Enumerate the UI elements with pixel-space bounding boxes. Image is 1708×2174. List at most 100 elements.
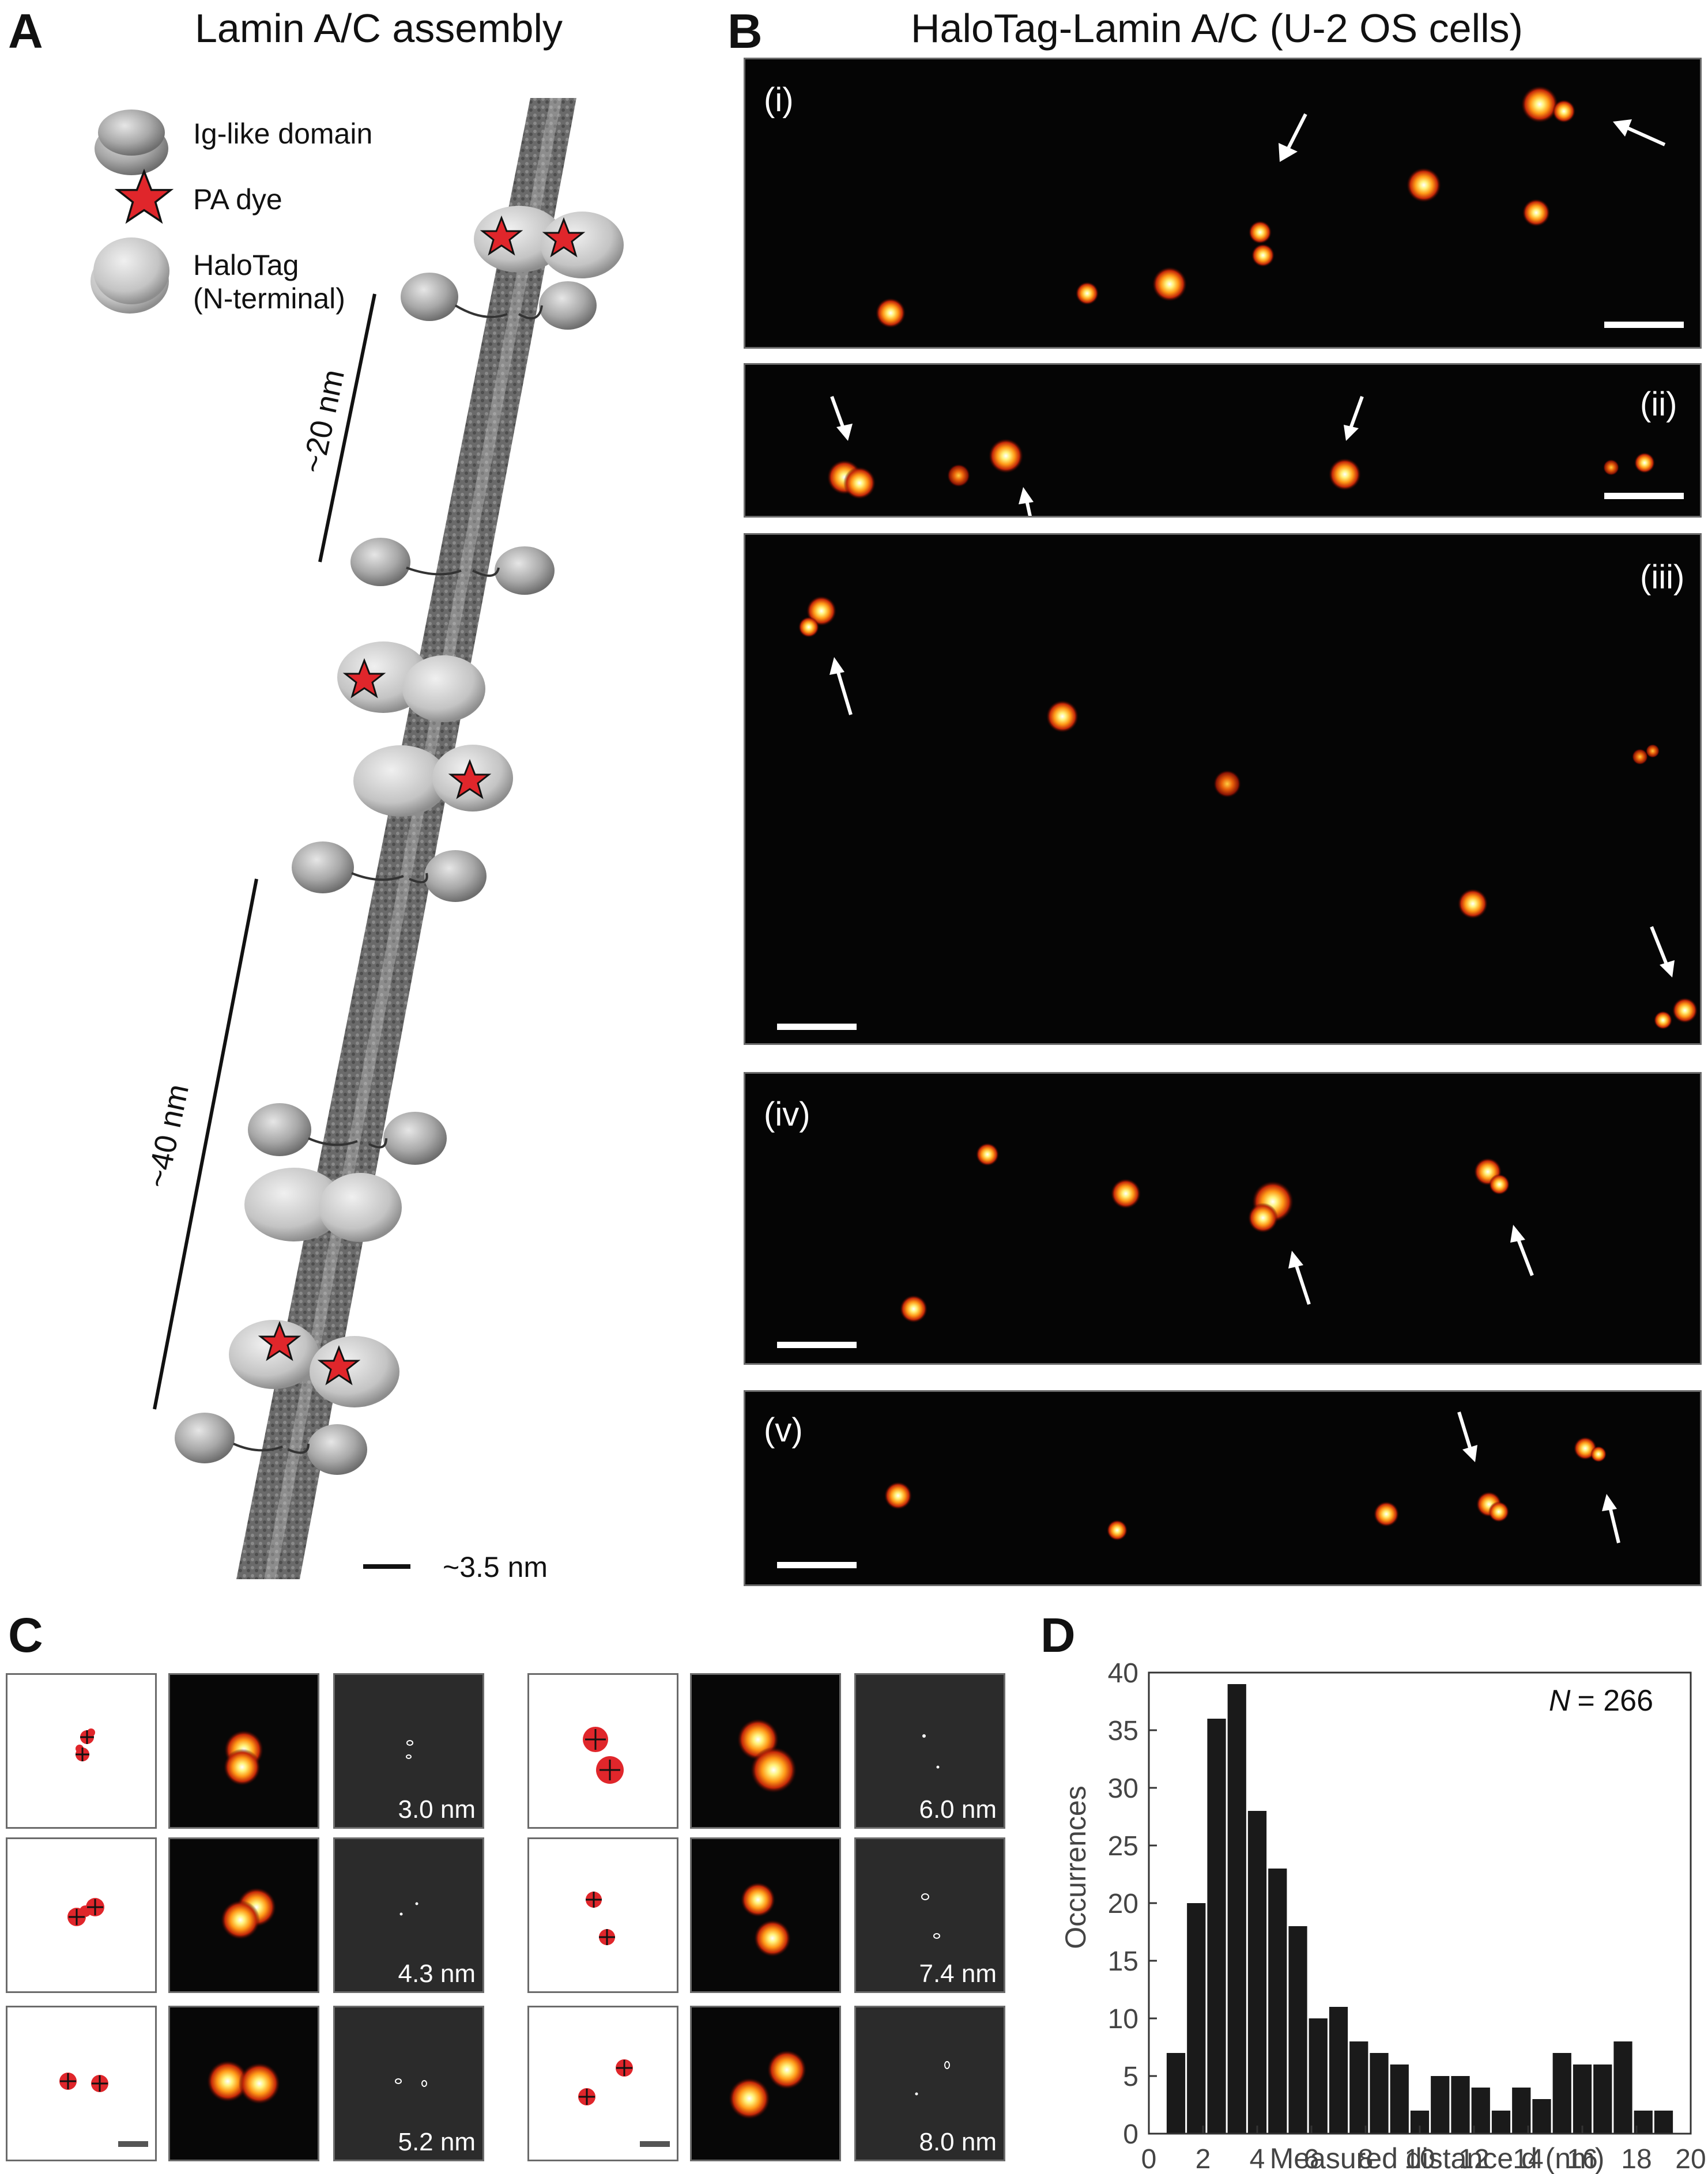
x-tick-label: 14 — [1513, 2144, 1543, 2174]
y-tick-label: 40 — [1108, 1658, 1138, 1689]
subpanel-v: (v) — [744, 1390, 1702, 1586]
scatter-tile-3 — [6, 2006, 157, 2161]
histogram-bar — [1207, 1719, 1226, 2134]
x-tick-label: 8 — [1358, 2144, 1374, 2174]
star-icon — [114, 168, 174, 224]
histogram-bar — [1227, 1684, 1246, 2134]
render-tile-6 — [690, 2006, 841, 2161]
histogram-bar — [1451, 2076, 1470, 2134]
subpanel-iii-image — [798, 596, 1698, 1029]
histogram-bar — [1593, 2064, 1612, 2134]
histogram-bar — [1370, 2053, 1389, 2134]
x-tick-label: 20 — [1675, 2144, 1706, 2174]
y-tick-label: 5 — [1123, 2062, 1138, 2092]
x-tick-label: 16 — [1567, 2144, 1597, 2174]
histogram-bar — [1654, 2111, 1673, 2134]
scatter-tile-5 — [527, 1837, 678, 1993]
scale-bar-iii — [777, 1024, 857, 1030]
y-tick-label: 15 — [1108, 1946, 1138, 1977]
histogram-bar — [1491, 2111, 1511, 2134]
x-tick-label: 18 — [1621, 2144, 1652, 2174]
subpanel-ii: (ii) — [744, 363, 1702, 518]
render-tile-5 — [690, 1837, 841, 1993]
scale-bar-v — [777, 1562, 857, 1568]
fit-tile-3: 5.2 nm — [333, 2006, 484, 2161]
scatter-tile-4 — [527, 1673, 678, 1829]
scale-bar-c-left — [118, 2141, 148, 2147]
distance-label-3: 5.2 nm — [398, 2128, 476, 2156]
x-tick-label: 10 — [1404, 2144, 1435, 2174]
histogram-bar — [1552, 2053, 1571, 2134]
render-tile-1 — [168, 1673, 319, 1829]
subpanel-iv-label: (iv) — [764, 1096, 810, 1133]
fit-tile-6: 8.0 nm — [854, 2006, 1005, 2161]
subpanel-iii: (iii) — [744, 533, 1702, 1045]
fit-tile-4: 6.0 nm — [854, 1673, 1005, 1829]
x-tick-label: 12 — [1458, 2144, 1489, 2174]
x-tick-label: 4 — [1250, 2144, 1265, 2174]
subpanel-ii-label: (ii) — [1640, 386, 1677, 423]
histogram-bar — [1288, 1926, 1307, 2134]
legend-icons — [93, 110, 174, 304]
fit-tile-2: 4.3 nm — [333, 1837, 484, 1993]
legend-pa-dye: PA dye — [193, 183, 282, 216]
y-tick-label: 10 — [1108, 2004, 1138, 2035]
histogram-bar — [1187, 1903, 1206, 2134]
histogram-bar — [1532, 2099, 1551, 2134]
scale-bar-iv — [777, 1342, 857, 1348]
histogram-bar — [1309, 2018, 1328, 2134]
histogram-n-label: N= 266 — [1549, 1684, 1653, 1718]
halotag-domains — [91, 206, 624, 1407]
panel-d-label: D — [1040, 1608, 1076, 1662]
legend-ig-like-domain: Ig-like domain — [193, 118, 373, 150]
histogram-bar — [1573, 2064, 1592, 2134]
histogram-bar — [1613, 2041, 1632, 2134]
subpanel-ii-image — [827, 395, 1655, 516]
subpanel-v-image — [884, 1411, 1620, 1543]
scale-bar-i — [1604, 322, 1684, 328]
histogram-bar — [1166, 2053, 1186, 2134]
subpanel-i-label: (i) — [764, 81, 794, 119]
y-tick-label: 20 — [1108, 1889, 1138, 1919]
scale-bar-c-right — [640, 2141, 670, 2147]
scatter-tile-1 — [6, 1673, 157, 1829]
render-tile-2 — [168, 1837, 319, 1993]
x-tick-label: 6 — [1304, 2144, 1319, 2174]
scatter-tile-6 — [527, 2006, 678, 2161]
measure-line-40nm — [153, 878, 258, 1410]
subpanel-iv-image — [900, 1143, 1534, 1323]
fit-tile-5: 7.4 nm — [854, 1837, 1005, 1993]
distance-label-4: 6.0 nm — [919, 1795, 997, 1824]
panel-a-title: Lamin A/C assembly — [195, 6, 563, 51]
y-tick-label: 35 — [1108, 1716, 1138, 1746]
histogram-x-label: Measured distance d (nm) — [1270, 2142, 1605, 2174]
histogram-bar — [1247, 1811, 1267, 2134]
distance-label-2: 4.3 nm — [398, 1960, 476, 1988]
histogram-y-label: Occurrences — [1060, 1786, 1092, 1949]
x-tick-label: 0 — [1141, 2144, 1157, 2174]
subpanel-i-image — [876, 86, 1666, 328]
histogram-bar — [1349, 2041, 1368, 2134]
linker-loops — [233, 304, 543, 1454]
subpanel-v-label: (v) — [764, 1411, 803, 1449]
panel-b-label: B — [727, 4, 763, 58]
fit-tile-1: 3.0 nm — [333, 1673, 484, 1829]
histogram-bar — [1431, 2076, 1450, 2134]
subpanel-i: (i) — [744, 58, 1702, 349]
ig-like-domain-icon — [98, 110, 165, 156]
panel-c-label: C — [8, 1608, 43, 1662]
y-tick-label: 0 — [1123, 2119, 1138, 2150]
histogram-bar — [1268, 1869, 1287, 2134]
y-tick-label: 30 — [1108, 1773, 1138, 1804]
distance-label-5: 7.4 nm — [919, 1960, 997, 1988]
legend-halotag: HaloTag (N-terminal) — [193, 249, 345, 315]
panel-b-title: HaloTag-Lamin A/C (U-2 OS cells) — [911, 6, 1523, 51]
render-tile-4 — [690, 1673, 841, 1829]
subpanel-iii-label: (iii) — [1640, 558, 1685, 596]
ig-like-domains — [95, 122, 597, 1475]
subpanel-iv: (iv) — [744, 1072, 1702, 1365]
render-tile-3 — [168, 2006, 319, 2161]
distance-label-6: 8.0 nm — [919, 2128, 997, 2156]
scale-bar-ii — [1604, 493, 1684, 499]
